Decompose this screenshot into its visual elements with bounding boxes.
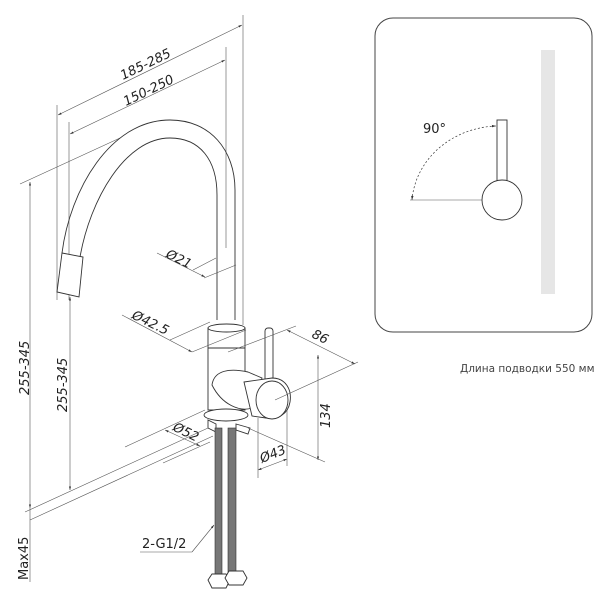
handle-depth-dimension: 86 [227, 325, 359, 401]
base-diameter-label: Ø52 [169, 420, 201, 446]
connection-label: 2-G1/2 [142, 537, 186, 552]
base-flange [203, 408, 251, 435]
wall-bar [541, 50, 555, 294]
spray-nozzle [56, 252, 84, 298]
reach-dimension-inner: 150-250 [68, 47, 227, 300]
base-diameter-dimension: Ø52 [124, 409, 211, 464]
handle [243, 327, 291, 420]
height-dimensions: 255-345 255-345 Max45 [17, 182, 214, 582]
total-height-label: 255-345 [18, 341, 33, 395]
hose-length-caption: Длина подводки 550 мм [460, 363, 595, 375]
handle-height-label: 134 [319, 403, 334, 428]
angle-label: 90° [423, 122, 446, 137]
spout [56, 119, 236, 320]
knob-top-view [481, 179, 523, 221]
max-deck-label: Max45 [17, 537, 32, 580]
handle-depth-label: 86 [309, 327, 330, 348]
lever-top-view [496, 119, 508, 183]
spout-diameter-label: Ø21 [162, 247, 194, 273]
knob-diameter-label: Ø43 [257, 443, 288, 467]
height-extension-line [19, 137, 121, 185]
handle-rotation-detail: 90° [374, 17, 593, 333]
reach-dimension-outer: 185-285 [56, 15, 244, 325]
knob [255, 380, 289, 420]
connection-dimension: 2-G1/2 [140, 524, 215, 553]
supply-hoses [207, 427, 248, 589]
spout-height-label: 255-345 [56, 358, 71, 412]
handle-height-dimension: 134 [247, 355, 334, 463]
hose-nut [224, 570, 248, 586]
spout-diameter-dimension: Ø21 [156, 247, 237, 279]
rotation-arc [411, 124, 497, 201]
body-diameter-label: Ø42.5 [128, 308, 171, 339]
